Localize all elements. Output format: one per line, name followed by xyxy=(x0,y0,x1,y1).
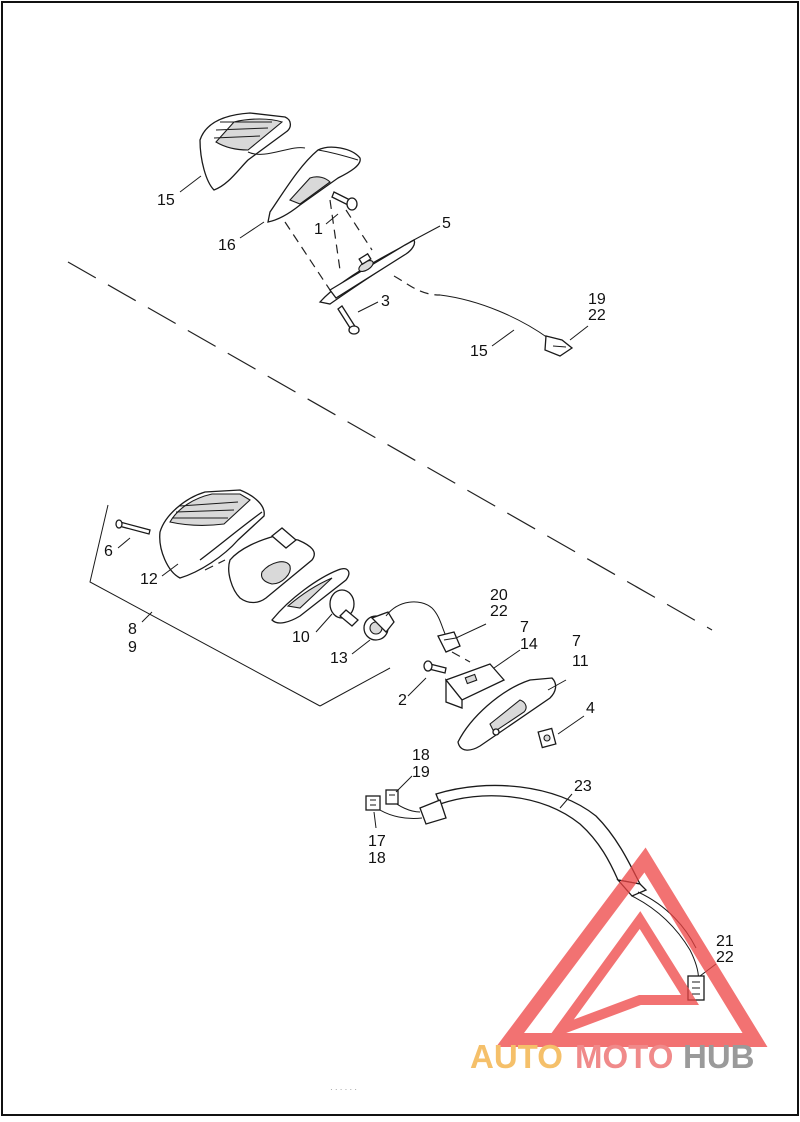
part-16-bracket xyxy=(267,146,361,223)
callout-22: 22 xyxy=(588,307,606,324)
part-13-socket xyxy=(363,611,395,641)
watermark-text: AUTO MOTO HUB xyxy=(470,1038,755,1075)
callout-2: 2 xyxy=(398,692,407,709)
divider-line xyxy=(67,261,713,631)
callout-23: 23 xyxy=(574,778,592,795)
callout-19: 19 xyxy=(588,291,606,308)
part-15-connector xyxy=(544,335,574,357)
callout-3: 3 xyxy=(381,293,390,310)
part-5-base-plate xyxy=(318,239,416,305)
watermark-auto: AUTO xyxy=(470,1038,563,1075)
part-6-screw xyxy=(115,519,151,535)
part-3-screw xyxy=(337,305,360,335)
callout-labels: 15 16 1 5 3 19 22 15 6 12 8 9 10 13 20 2… xyxy=(104,192,734,966)
callout-18: 18 xyxy=(412,747,430,764)
callout-10: 10 xyxy=(292,629,310,646)
callout-8: 8 xyxy=(128,621,137,638)
part-20-connector xyxy=(437,631,461,653)
part-1-screw xyxy=(331,191,358,211)
footer-faint-text: · · · · · · xyxy=(330,1085,357,1094)
callout-21: 21 xyxy=(716,933,734,950)
watermark-moto: MOTO xyxy=(575,1038,673,1075)
part-17-connector xyxy=(365,795,381,811)
callout-14: 14 xyxy=(520,636,538,653)
callout-18-harness: 18 xyxy=(368,850,386,867)
part-14-mount-plate xyxy=(444,663,506,709)
upper-lamp-assembly xyxy=(199,112,574,357)
callout-11: 11 xyxy=(572,653,589,670)
callout-7-cover: 7 xyxy=(572,633,581,650)
lower-lamp-assembly xyxy=(115,489,705,1001)
callout-9: 9 xyxy=(128,639,137,656)
callout-20: 20 xyxy=(490,587,508,604)
part-4-nut xyxy=(537,727,557,749)
callout-16: 16 xyxy=(218,237,236,254)
callout-7: 7 xyxy=(520,619,529,636)
watermark-logo xyxy=(496,847,768,1047)
part-2-screw xyxy=(423,660,447,674)
callout-13: 13 xyxy=(330,650,348,667)
part-lamp-base xyxy=(228,527,315,604)
callout-4: 4 xyxy=(586,700,595,717)
callout-5: 5 xyxy=(442,215,451,232)
callout-15-wire: 15 xyxy=(470,343,488,360)
callout-19-harness: 19 xyxy=(412,764,430,781)
part-23-wire-harness xyxy=(365,784,705,1001)
callout-15: 15 xyxy=(157,192,175,209)
callout-6: 6 xyxy=(104,543,113,560)
callout-12: 12 xyxy=(140,571,158,588)
callout-1: 1 xyxy=(314,221,323,238)
part-gasket xyxy=(271,568,350,624)
watermark-hub: HUB xyxy=(683,1038,755,1075)
part-15-lamp-lens xyxy=(199,112,292,191)
part-19-connector xyxy=(385,789,399,805)
callout-22-socket: 22 xyxy=(490,603,508,620)
part-10-bulb xyxy=(329,589,359,627)
part-12-lamp-lens xyxy=(159,489,265,579)
callout-22-harness: 22 xyxy=(716,949,734,966)
callout-17: 17 xyxy=(368,833,386,850)
